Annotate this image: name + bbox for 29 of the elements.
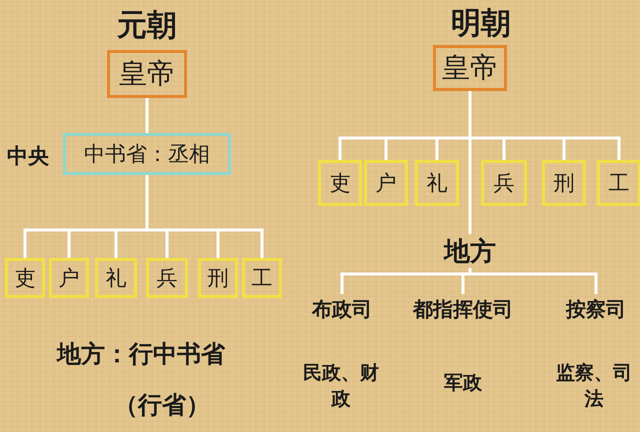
office-text: 按察司 [560, 294, 632, 324]
ministry-box: 吏 [318, 160, 362, 206]
ministry-box: 吏 [5, 258, 45, 298]
title: 明朝 [450, 6, 512, 42]
office-text: 都指挥使司 [403, 294, 523, 324]
ministry-box: 户 [364, 160, 408, 206]
connector-line [468, 268, 598, 294]
ministry-box: 兵 [481, 160, 527, 206]
ministry-box: 礼 [415, 160, 459, 206]
secretariat-box: 中书省：丞相 [63, 133, 231, 175]
region-note: 地方：行中书省 [55, 339, 226, 370]
connector-line [146, 98, 148, 133]
ministry-box: 户 [49, 258, 89, 298]
duty-note: 监察、司法 [555, 361, 633, 412]
emperor-box: 皇帝 [107, 50, 187, 98]
side-heading: 中央 [6, 143, 50, 170]
region-note: （行省） [113, 390, 211, 421]
ministry-box: 礼 [95, 258, 137, 298]
duty-note: 民政、财政 [302, 361, 380, 412]
ministry-box: 兵 [146, 258, 188, 298]
duty-note: 军政 [443, 371, 483, 396]
ministry-box: 刑 [198, 258, 238, 298]
emperor-box: 皇帝 [433, 45, 507, 91]
ministry-box: 刑 [542, 160, 586, 206]
ministry-box: 工 [597, 160, 640, 206]
region-text: 地方 [440, 234, 500, 268]
ministry-box: 工 [242, 258, 282, 298]
title: 元朝 [116, 8, 178, 44]
office-text: 布政司 [303, 294, 381, 324]
